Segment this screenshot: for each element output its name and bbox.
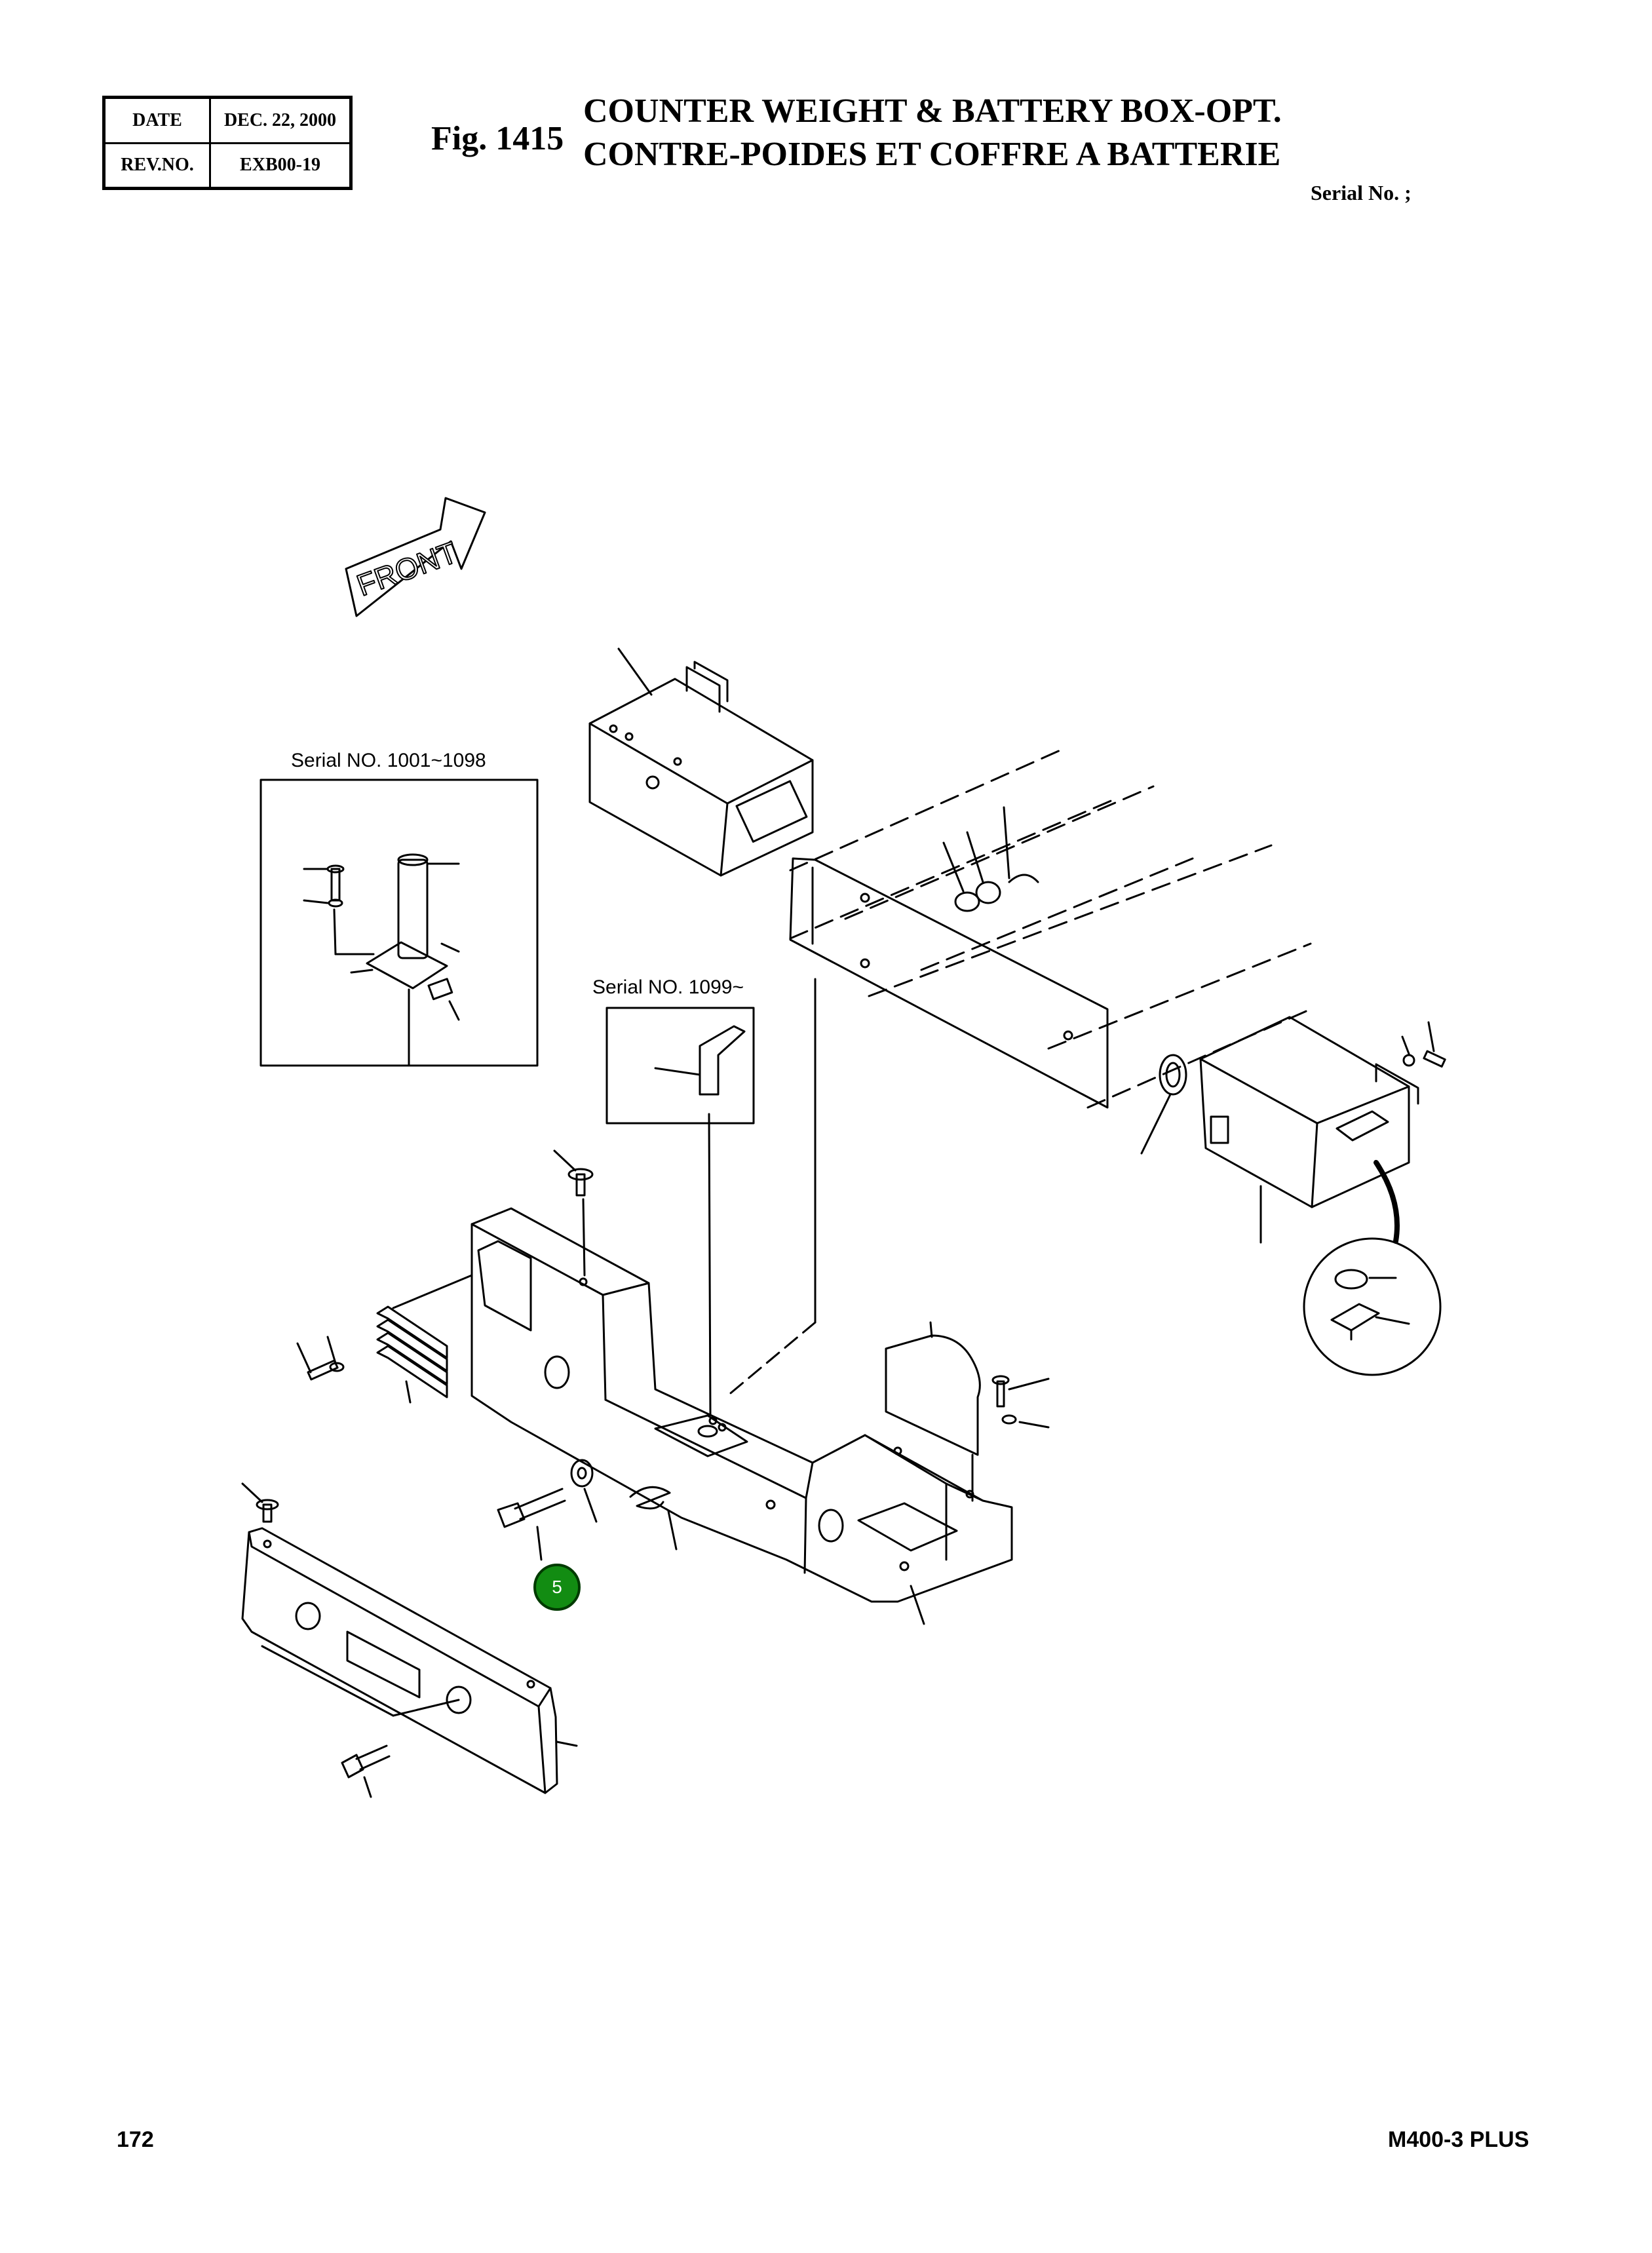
long-bolt bbox=[497, 1459, 678, 1561]
serial-number-line: Serial No. ; bbox=[1311, 181, 1412, 204]
inset-b-label: Serial NO. 1099~ bbox=[592, 976, 744, 998]
rev-label: REV.NO. bbox=[103, 142, 211, 189]
date-value: DEC. 22, 2000 bbox=[209, 96, 352, 144]
front-weight-bar bbox=[241, 1527, 578, 1794]
inset-box-serial-1099 bbox=[605, 1007, 755, 1125]
counterweight-main bbox=[471, 1207, 1013, 1625]
bar-top-bolt bbox=[241, 1482, 279, 1523]
front-arrow-label: FRONT bbox=[353, 535, 462, 602]
top-bolt bbox=[553, 1149, 594, 1277]
front-arrow: FRONT bbox=[345, 497, 486, 617]
frame-hardware bbox=[942, 806, 1187, 1155]
callout-marker-5[interactable]: 5 bbox=[533, 1564, 581, 1611]
title-french: CONTRE-POIDES ET COFFRE A BATTERIE bbox=[583, 136, 1281, 173]
model-name: M400-3 PLUS bbox=[1388, 2127, 1529, 2152]
page-number: 172 bbox=[117, 2127, 154, 2152]
rev-value: EXB00-19 bbox=[209, 142, 352, 189]
bar-bottom-bolt bbox=[341, 1744, 391, 1798]
inset-box-serial-1001-1098 bbox=[259, 779, 539, 1067]
battery-box-upper bbox=[588, 647, 814, 877]
inset-a-parts bbox=[303, 853, 460, 1067]
frame-side-plate bbox=[789, 857, 1109, 1109]
figure-number: Fig. 1415 bbox=[431, 120, 564, 157]
counterweight-link-line bbox=[726, 1321, 816, 1397]
inset-a-label: Serial NO. 1001~1098 bbox=[291, 750, 486, 771]
machine-frame bbox=[789, 748, 1312, 1109]
inset-b-parts bbox=[654, 1025, 746, 1415]
detail-circle bbox=[1303, 1237, 1442, 1376]
date-label: DATE bbox=[103, 96, 211, 144]
battery-box-lower bbox=[1199, 1016, 1446, 1244]
side-plate-right bbox=[885, 1321, 1050, 1502]
revision-table: DATE DEC. 22, 2000 REV.NO. EXB00-19 bbox=[102, 96, 353, 190]
title-english: COUNTER WEIGHT & BATTERY BOX-OPT. bbox=[583, 92, 1282, 130]
bracket-left bbox=[296, 1274, 473, 1404]
